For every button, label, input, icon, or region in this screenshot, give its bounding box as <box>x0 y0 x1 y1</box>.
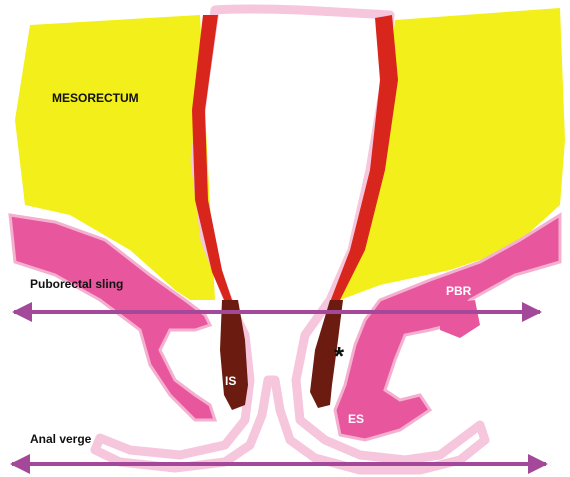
anal-verge-label: Anal verge <box>30 433 91 445</box>
puborectal-sling-label: Puborectal sling <box>30 278 123 290</box>
mesorectum-label: MESORECTUM <box>52 92 139 104</box>
internal-sphincter-label: IS <box>225 375 236 387</box>
external-sphincter-label: ES <box>348 413 364 425</box>
internal-sphincter-left <box>220 300 248 410</box>
asterisk-marker: * <box>334 343 344 369</box>
puborectalis-bump <box>440 300 480 338</box>
pbr-label: PBR <box>446 285 471 297</box>
